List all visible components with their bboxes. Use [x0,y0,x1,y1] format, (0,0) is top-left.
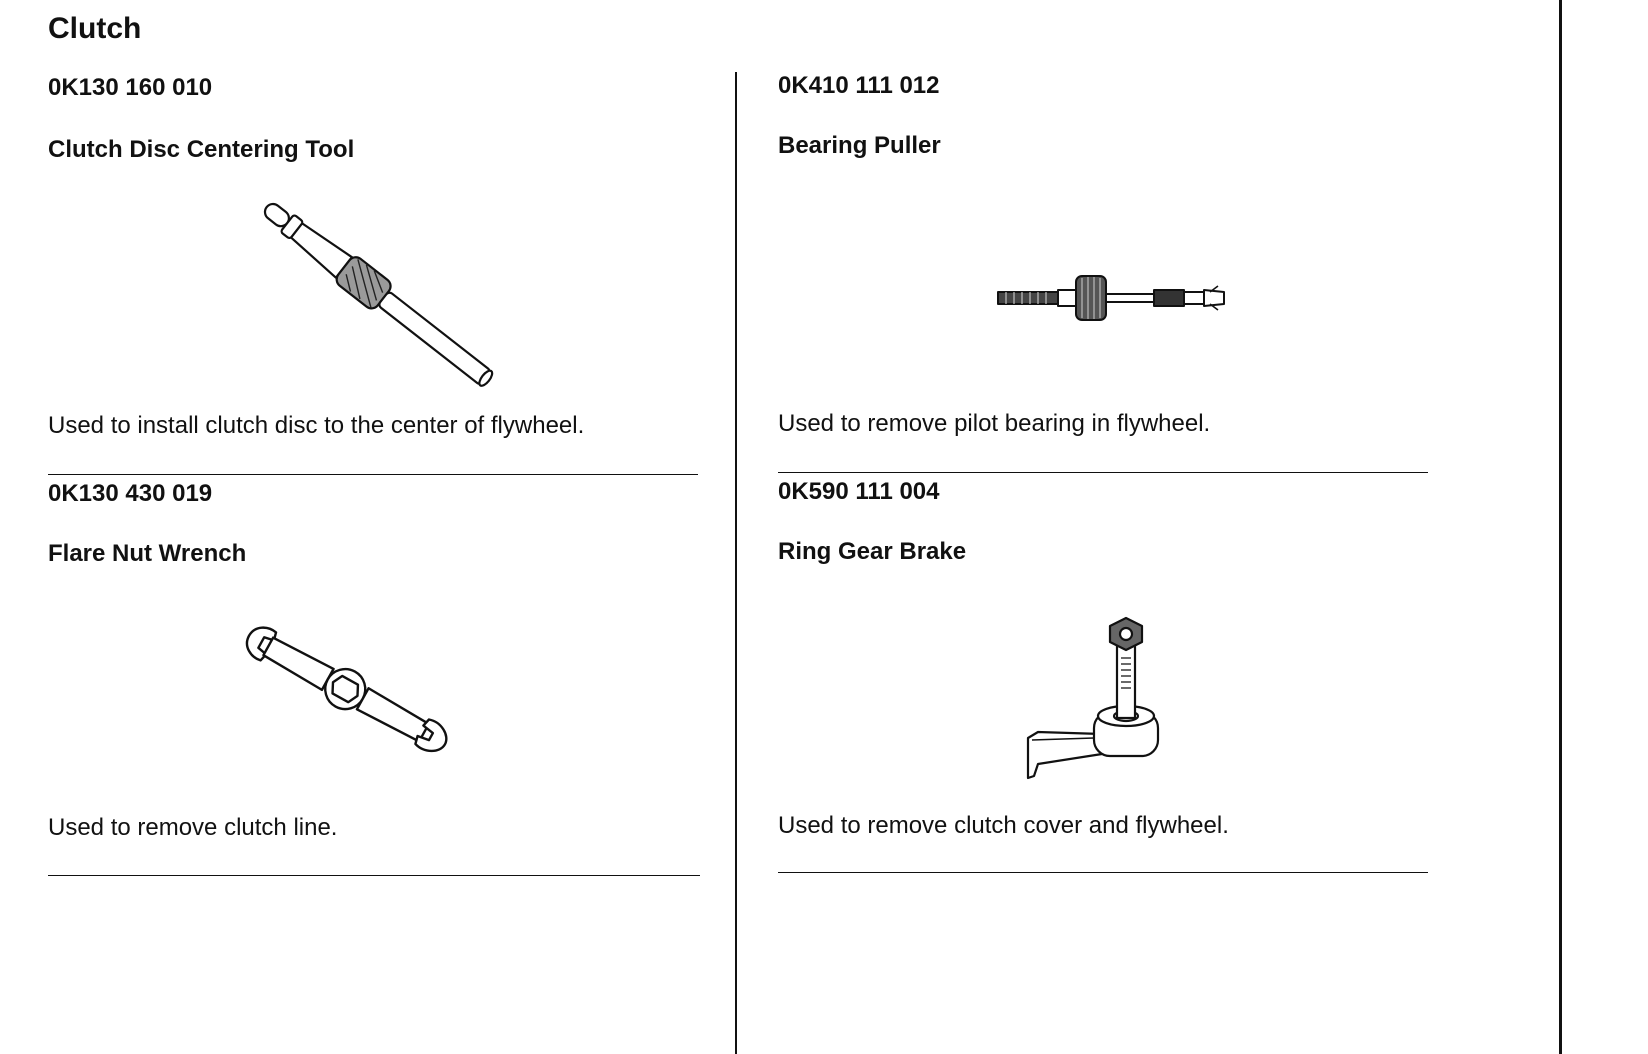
bearing-puller-icon [996,270,1231,335]
entry-separator [778,472,1428,473]
page-edge-line [1559,0,1562,1054]
part-number: 0K130 160 010 [48,74,213,101]
entry-separator [778,872,1428,873]
centering-tool-icon [263,202,498,392]
tool-name: Ring Gear Brake [778,538,967,565]
tool-name: Clutch Disc Centering Tool [48,136,355,163]
part-number: 0K130 430 019 [48,480,213,507]
tool-description: Used to remove clutch line. [48,814,338,841]
column-divider [735,72,737,1054]
tool-entry-flare-nut-wrench: 0K130 430 019 Flare Nut Wrench Used to r… [48,478,700,878]
page-title: Clutch [48,12,142,45]
flare-nut-wrench-icon [244,626,484,781]
tool-description: Used to install clutch disc to the cente… [48,412,585,439]
tool-entry-bearing-puller: 0K410 111 012 Bearing Puller Used to rem… [778,70,1428,480]
entry-separator [48,875,700,876]
part-number: 0K410 111 012 [778,72,940,99]
tool-name: Bearing Puller [778,132,941,159]
tool-name: Flare Nut Wrench [48,540,247,567]
tool-description: Used to remove clutch cover and flywheel… [778,812,1229,839]
tool-entry-centering-tool: 0K130 160 010 Clutch Disc Centering Tool… [48,72,700,482]
tool-description: Used to remove pilot bearing in flywheel… [778,410,1211,437]
ring-gear-brake-icon [1022,616,1172,786]
entry-separator [48,474,698,475]
part-number: 0K590 111 004 [778,478,940,505]
tool-entry-ring-gear-brake: 0K590 111 004 Ring Gear Brake Used to re… [778,476,1428,876]
